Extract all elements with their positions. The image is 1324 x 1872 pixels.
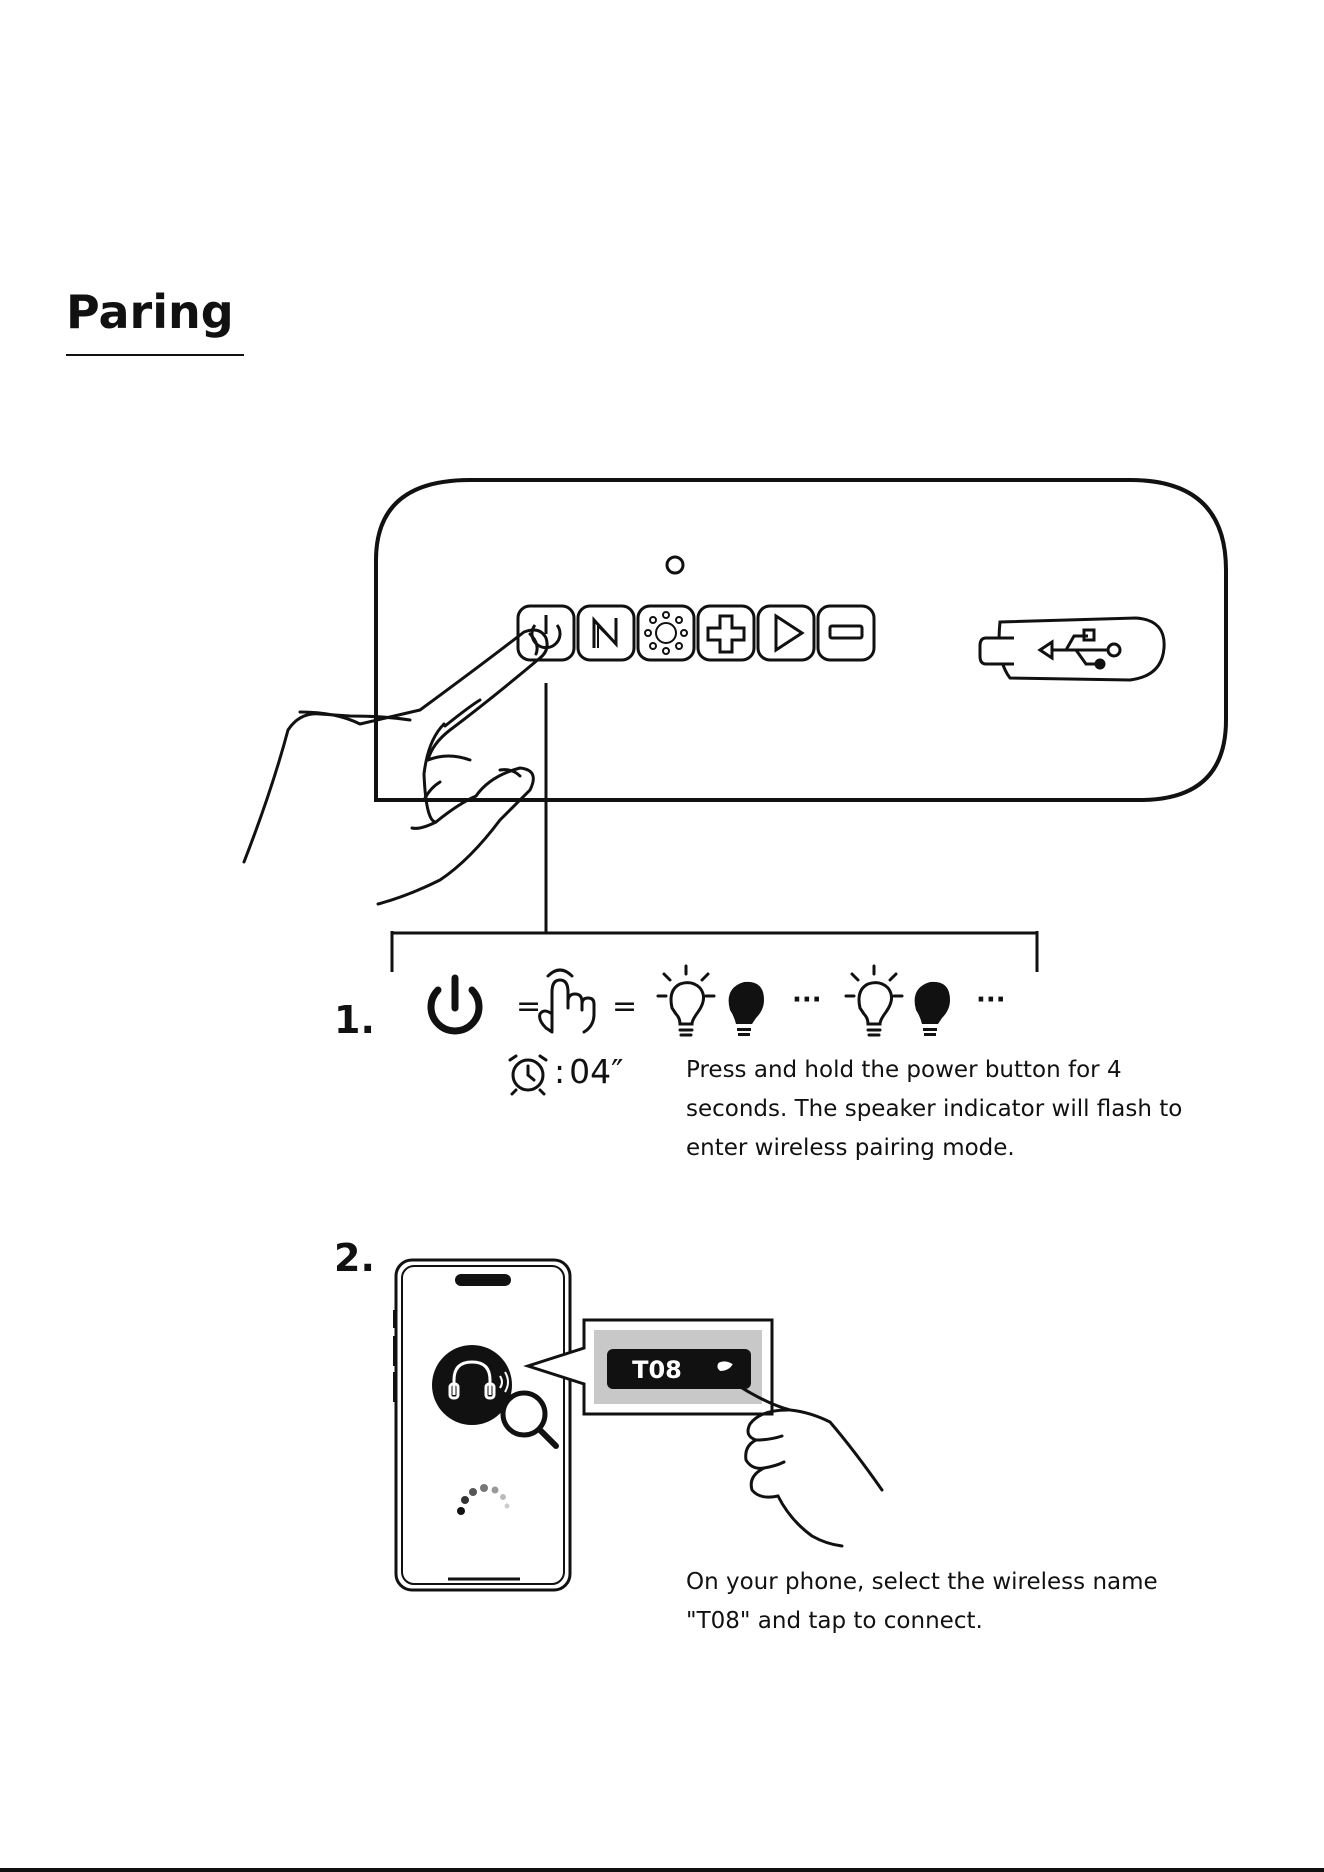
phone-body xyxy=(396,1260,570,1590)
hand-tapping-illustration xyxy=(715,1362,882,1546)
timer-duration: :04″ xyxy=(554,1052,623,1092)
device-name-label: T08 xyxy=(632,1356,682,1384)
indicator-led xyxy=(667,557,683,573)
hand-pressing-illustration xyxy=(244,630,547,904)
light-button[interactable] xyxy=(638,606,694,660)
step-2-number: 2. xyxy=(334,1236,375,1280)
headphones-search-icon xyxy=(432,1345,556,1446)
device-list-callout xyxy=(528,1320,772,1414)
callout-bracket xyxy=(392,683,1037,972)
page-bottom-border xyxy=(0,1868,1324,1872)
n-mode-button[interactable] xyxy=(578,606,634,660)
volume-down-button[interactable] xyxy=(818,606,874,660)
step-1-number: 1. xyxy=(334,998,375,1042)
step-1-description: Press and hold the power button for 4 se… xyxy=(686,1051,1186,1168)
usb-port xyxy=(980,618,1164,680)
loading-spinner-icon xyxy=(457,1484,510,1515)
speaker-illustration xyxy=(0,0,1324,1000)
phone-notch xyxy=(455,1274,511,1286)
volume-up-button[interactable] xyxy=(698,606,754,660)
device-item-t08[interactable]: T08 xyxy=(607,1349,751,1389)
play-button[interactable] xyxy=(758,606,814,660)
alarm-clock-icon xyxy=(510,1056,546,1094)
step-2-description: On your phone, select the wireless name … xyxy=(686,1563,1196,1641)
